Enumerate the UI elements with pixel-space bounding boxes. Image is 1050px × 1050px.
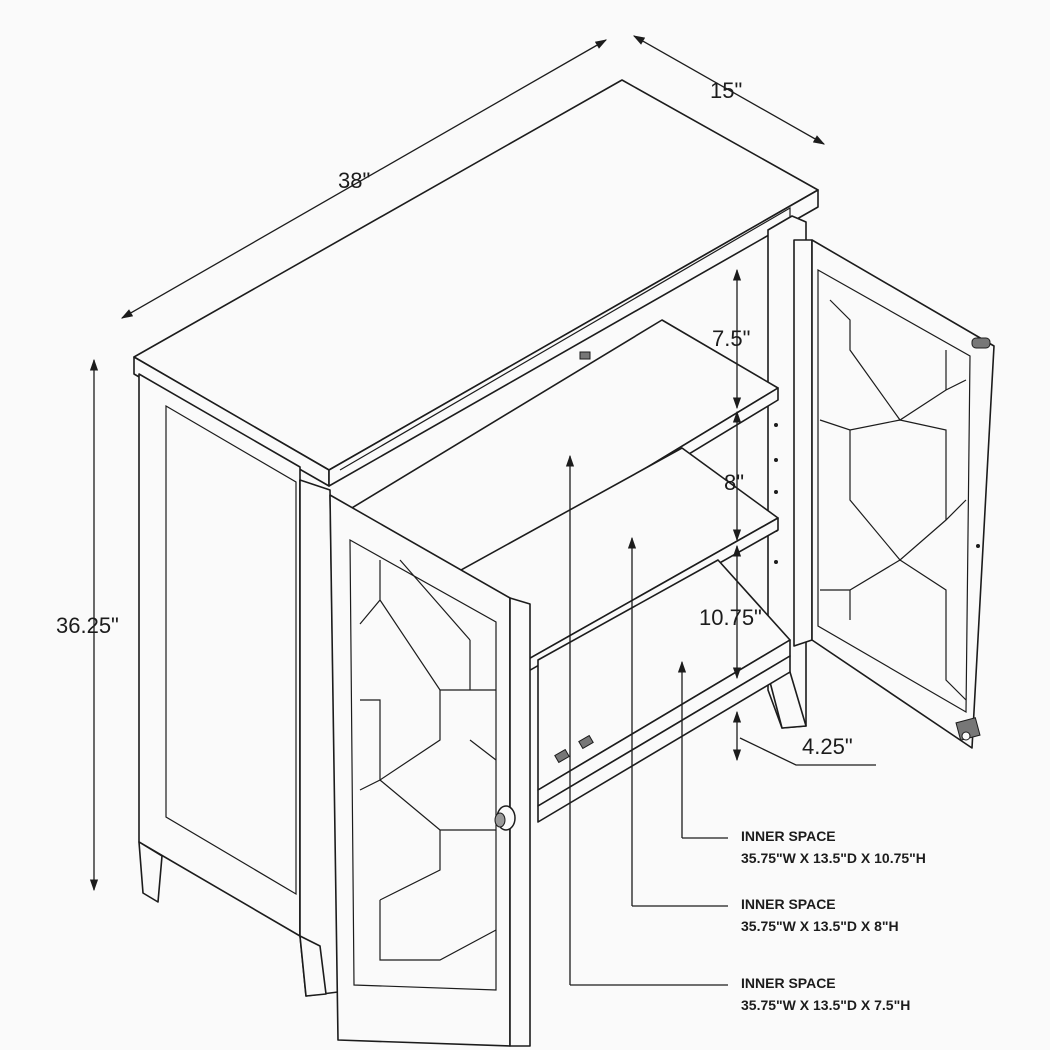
left-front-leg (138, 841, 163, 903)
callout-bottom-title: INNER SPACE (741, 828, 836, 844)
shelf-bottom-label: 10.75" (699, 605, 762, 630)
left-door (329, 494, 531, 1047)
shelf-middle-label: 8" (724, 470, 744, 495)
dimension-lines (89, 35, 876, 986)
right-door-inner-frame (817, 268, 971, 714)
left-door-lattice (359, 559, 497, 961)
door-pin (976, 544, 980, 548)
left-side-inset-panel (165, 404, 297, 896)
right-door-lattice (819, 299, 967, 701)
right-door-edge (793, 239, 813, 647)
front-left-leg (299, 935, 327, 997)
dimension-labels: 38" 15" 36.25" 7.5" 8" 10.75" 4.25" (56, 78, 853, 759)
leg-clearance-leader (739, 737, 876, 766)
left-door-inner-frame (349, 538, 497, 991)
cabinet-top-right-edge (328, 189, 819, 487)
inner-space-callouts: INNER SPACE 35.75"W X 13.5"D X 10.75"H I… (741, 828, 926, 1013)
door-catch-plate (971, 337, 991, 349)
right-door-frame (811, 239, 995, 749)
leg-clearance-label: 4.25" (802, 734, 853, 759)
depth-dimension-line (632, 35, 826, 145)
callout-bottom-spec: 35.75"W X 13.5"D X 10.75"H (741, 850, 926, 866)
depth-label: 15" (710, 78, 742, 103)
cabinet-left-side (138, 373, 301, 937)
door-catches (554, 734, 594, 764)
callout-top-title: INNER SPACE (741, 975, 836, 991)
callout-middle-spec: 35.75"W X 13.5"D X 8"H (741, 918, 899, 934)
width-dimension-line (120, 39, 608, 319)
bottom-apron (537, 655, 791, 823)
hinge-bracket (955, 717, 981, 741)
width-label: 38" (338, 168, 370, 193)
magnetic-catch (579, 351, 591, 360)
knob-icon (494, 805, 516, 831)
right-door (793, 239, 995, 749)
shelf-top-label: 7.5" (712, 326, 750, 351)
left-door-edge (509, 597, 531, 1047)
callout-top-spec: 35.75"W X 13.5"D X 7.5"H (741, 997, 910, 1013)
callout-middle-title: INNER SPACE (741, 896, 836, 912)
height-label: 36.25" (56, 613, 119, 638)
